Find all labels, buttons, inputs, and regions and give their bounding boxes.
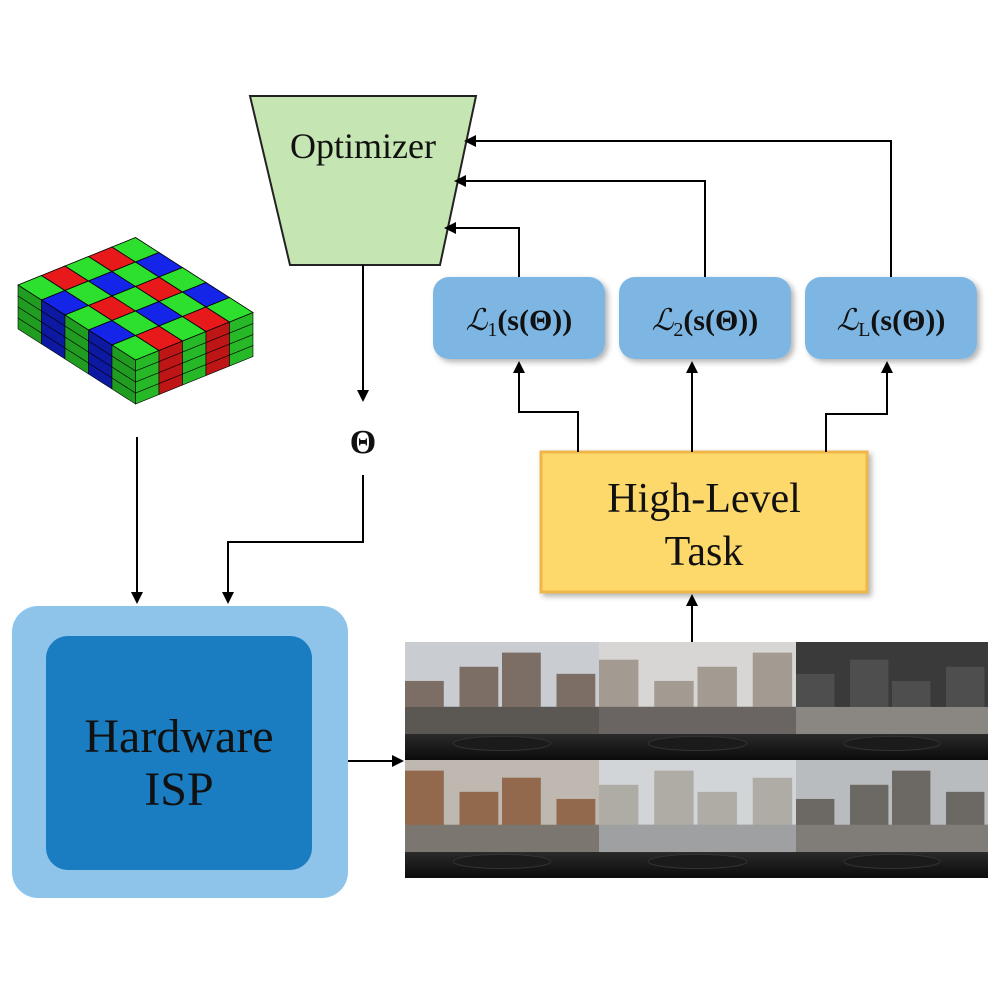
optimizer-block: Optimizer (248, 95, 478, 266)
loss-box-L: ℒL(s(Θ)) (805, 277, 977, 359)
arrow-loss2-to-optimizer (454, 175, 706, 277)
arrow-loss1-to-optimizer (444, 222, 520, 277)
isp-label-line2: ISP (144, 763, 213, 816)
loss-label-2: ℒ2(s(Θ)) (652, 304, 759, 341)
theta-label: Θ (350, 424, 376, 461)
loss-label-L: ℒL(s(Θ)) (837, 304, 946, 341)
parking-garage-photo (796, 642, 988, 760)
arrow-theta-to-isp (222, 475, 364, 604)
pedestrian-sidewalk-photo (405, 760, 599, 878)
arrow-task-to-loss1 (513, 361, 579, 452)
firetruck-scene-photo (599, 642, 796, 760)
bayer-top-cell (205, 297, 254, 323)
loss-label-1: ℒ1(s(Θ)) (466, 304, 573, 341)
loss-box-2: ℒ2(s(Θ)) (619, 277, 791, 359)
connector-arrows (131, 135, 893, 767)
high-level-task-block: High-Level Task (539, 450, 869, 594)
task-label-line1: High-Level (607, 476, 801, 522)
optimizer-label: Optimizer (290, 126, 436, 166)
winter-road-photo (796, 760, 988, 878)
task-label-line2: Task (665, 529, 744, 575)
street-scene-photo (405, 642, 599, 760)
output-image-grid (405, 642, 988, 878)
hardware-isp-block: Hardware ISP (12, 606, 348, 898)
arrow-lossL-to-optimizer (464, 135, 892, 277)
loss-box-1: ℒ1(s(Θ)) (433, 277, 605, 359)
snowy-street-photo (599, 760, 796, 878)
bayer-raw-stack-icon (17, 237, 254, 405)
isp-label-line1: Hardware (84, 710, 273, 763)
arrow-task-to-lossL (825, 361, 893, 452)
